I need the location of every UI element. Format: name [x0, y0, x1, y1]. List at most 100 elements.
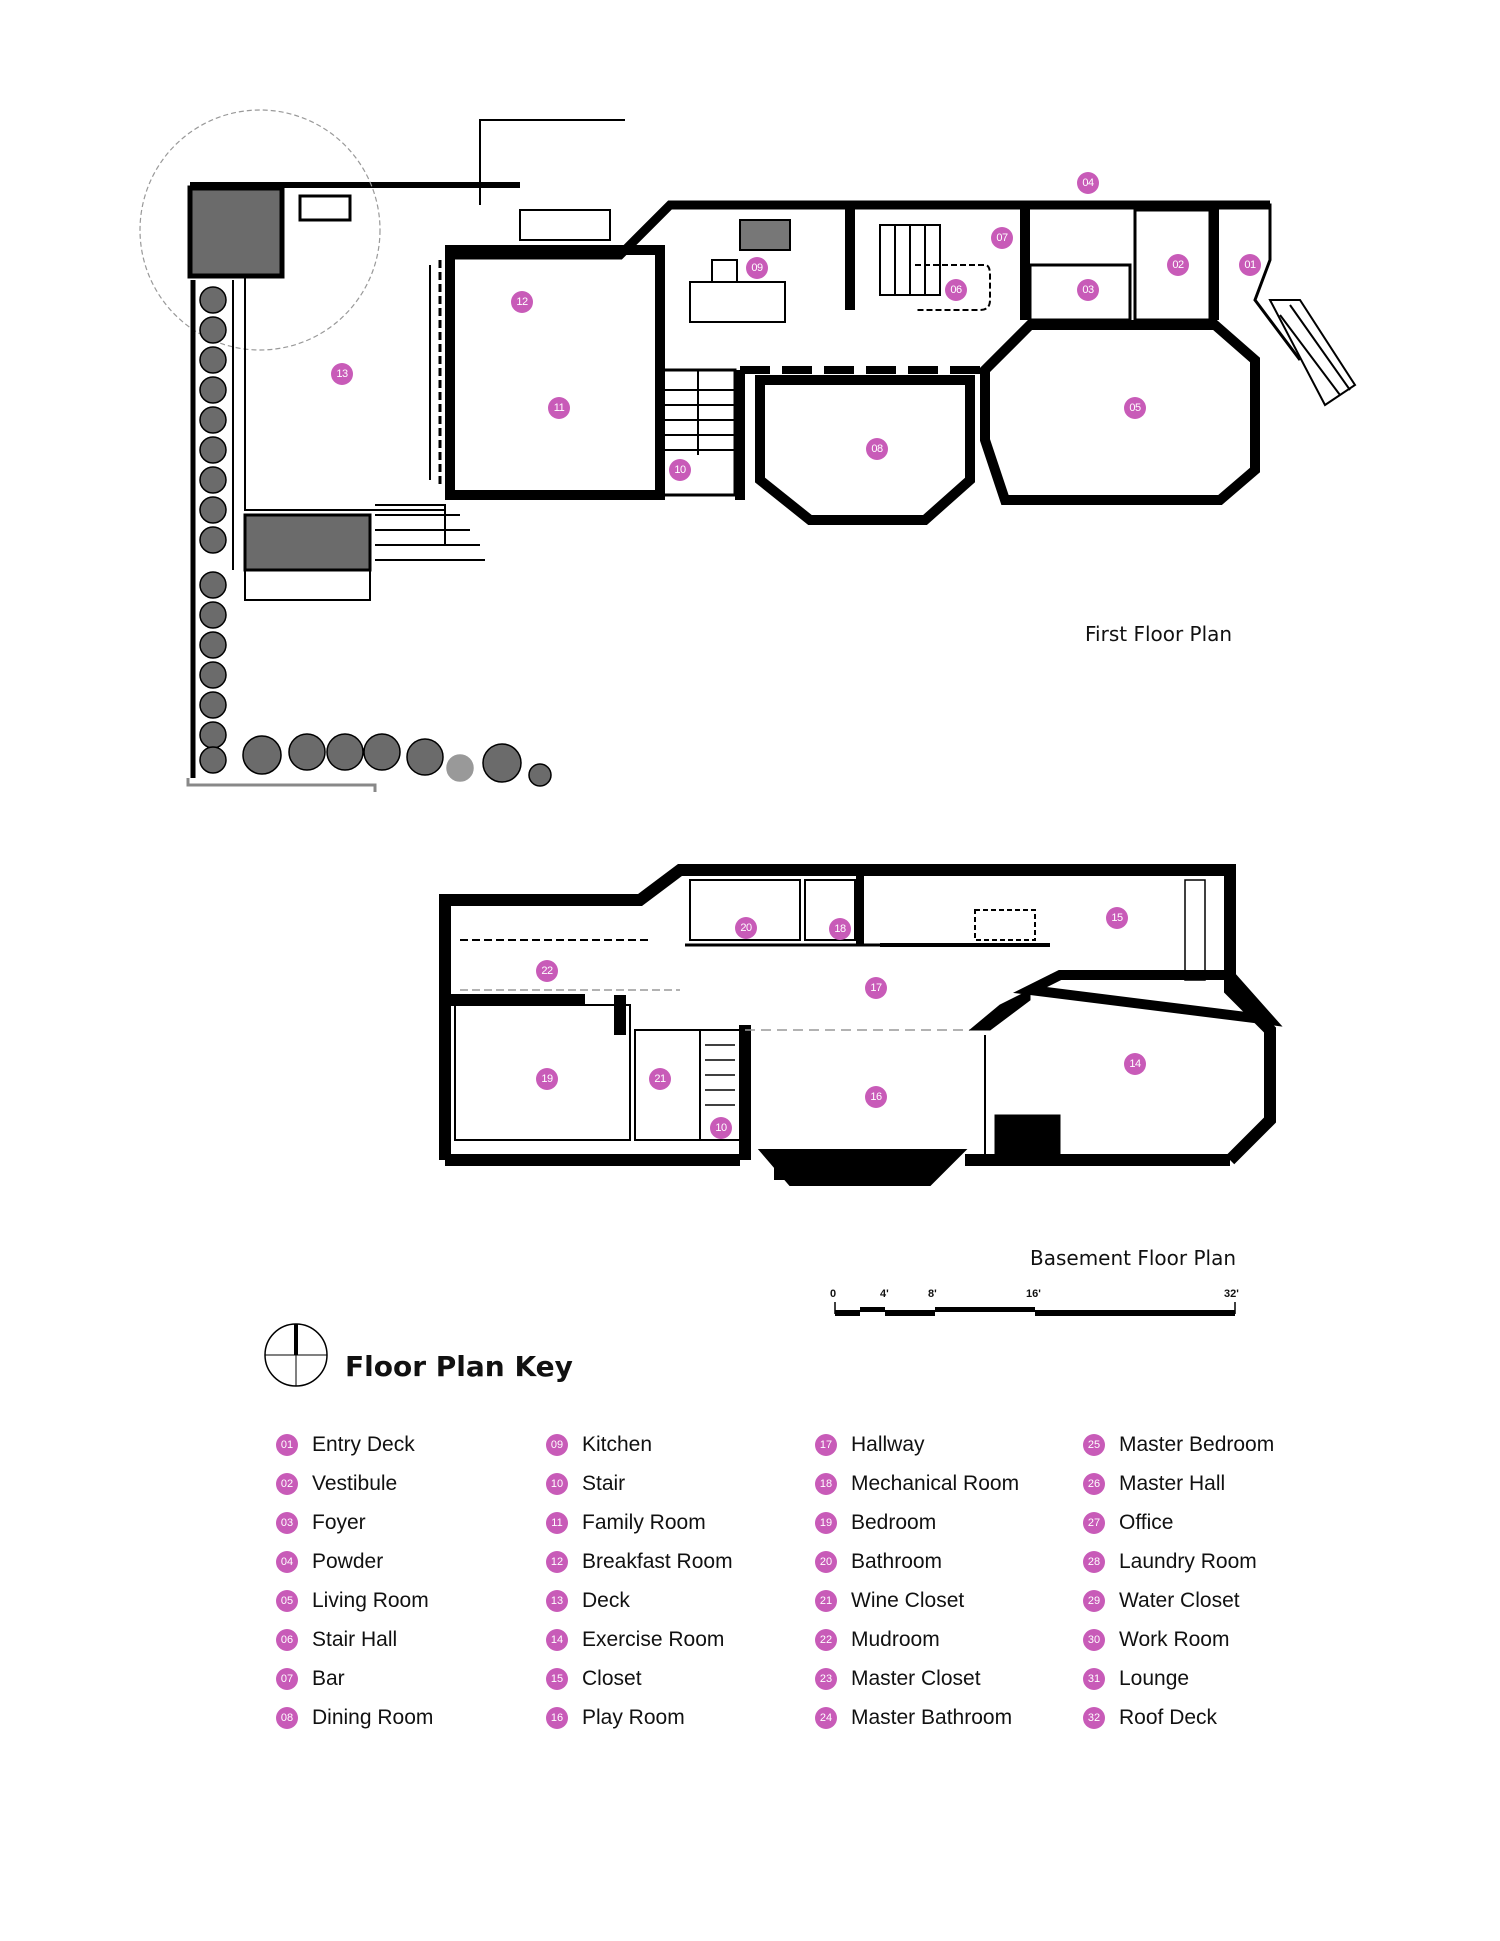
- key-label: Hallway: [851, 1432, 925, 1456]
- key-label: Master Hall: [1119, 1471, 1226, 1495]
- key-label: Vestibule: [312, 1471, 398, 1495]
- room-marker-12: 12: [511, 291, 533, 313]
- room-marker-06: 06: [945, 279, 967, 301]
- key-label: Closet: [582, 1666, 642, 1690]
- key-badge: 11: [546, 1511, 568, 1534]
- key-badge: 27: [1083, 1511, 1105, 1534]
- key-label: Powder: [312, 1549, 384, 1573]
- key-item: 28 Laundry Room: [1083, 1542, 1274, 1581]
- key-badge: 22: [815, 1628, 837, 1651]
- key-label: Breakfast Room: [582, 1549, 733, 1573]
- room-marker-10-basement: 10: [710, 1117, 732, 1139]
- room-marker-16: 16: [865, 1086, 887, 1108]
- room-marker-20: 20: [735, 917, 757, 939]
- scale-bar-graphic: [834, 1302, 1236, 1316]
- room-marker-21: 21: [649, 1068, 671, 1090]
- room-marker-02: 02: [1167, 254, 1189, 276]
- key-item: 32 Roof Deck: [1083, 1698, 1274, 1737]
- key-item: 11 Family Room: [546, 1503, 733, 1542]
- key-badge: 26: [1083, 1472, 1105, 1495]
- room-marker-13: 13: [331, 363, 353, 385]
- room-marker-22: 22: [536, 960, 558, 982]
- key-badge: 15: [546, 1667, 568, 1690]
- scale-tick-16: 16': [1026, 1288, 1041, 1300]
- key-label: Deck: [582, 1588, 630, 1612]
- key-item: 24 Master Bathroom: [815, 1698, 1019, 1737]
- key-badge: 02: [276, 1472, 298, 1495]
- key-label: Water Closet: [1119, 1588, 1240, 1612]
- key-label: Mechanical Room: [851, 1471, 1020, 1495]
- key-label: Bar: [312, 1666, 345, 1690]
- key-label: Living Room: [312, 1588, 429, 1612]
- room-marker-05: 05: [1124, 397, 1146, 419]
- key-item: 05 Living Room: [276, 1581, 433, 1620]
- key-badge: 25: [1083, 1433, 1105, 1456]
- key-badge: 05: [276, 1589, 298, 1612]
- room-marker-03: 03: [1077, 279, 1099, 301]
- key-badge: 07: [276, 1667, 298, 1690]
- room-marker-15: 15: [1106, 907, 1128, 929]
- key-label: Exercise Room: [582, 1627, 725, 1651]
- key-badge: 03: [276, 1511, 298, 1534]
- key-label: Master Closet: [851, 1666, 981, 1690]
- room-marker-11: 11: [548, 397, 570, 419]
- key-badge: 01: [276, 1433, 298, 1456]
- key-label: Bathroom: [851, 1549, 943, 1573]
- first-floor-walls: [139, 109, 1357, 792]
- room-marker-01: 01: [1239, 254, 1261, 276]
- room-marker-17: 17: [865, 977, 887, 999]
- key-badge: 06: [276, 1628, 298, 1651]
- key-badge: 13: [546, 1589, 568, 1612]
- key-label: Foyer: [312, 1510, 366, 1534]
- key-badge: 14: [546, 1628, 568, 1651]
- key-badge: 21: [815, 1589, 837, 1612]
- key-badge: 29: [1083, 1589, 1105, 1612]
- key-item: 02 Vestibule: [276, 1464, 433, 1503]
- key-item: 23 Master Closet: [815, 1659, 1019, 1698]
- key-label: Roof Deck: [1119, 1705, 1218, 1729]
- key-item: 06 Stair Hall: [276, 1620, 433, 1659]
- key-label: Stair Hall: [312, 1627, 398, 1651]
- key-badge: 32: [1083, 1706, 1105, 1729]
- room-marker-18: 18: [829, 918, 851, 940]
- key-label: Family Room: [582, 1510, 706, 1534]
- key-badge: 23: [815, 1667, 837, 1690]
- room-marker-09: 09: [746, 257, 768, 279]
- key-label: Mudroom: [851, 1627, 940, 1651]
- key-item: 27 Office: [1083, 1503, 1274, 1542]
- key-badge: 28: [1083, 1550, 1105, 1573]
- key-label: Office: [1119, 1510, 1174, 1534]
- key-badge: 24: [815, 1706, 837, 1729]
- key-badge: 04: [276, 1550, 298, 1573]
- scale-tick-8: 8': [928, 1288, 937, 1300]
- key-item: 26 Master Hall: [1083, 1464, 1274, 1503]
- scale-tick-32: 32': [1224, 1288, 1239, 1300]
- key-item: 14 Exercise Room: [546, 1620, 733, 1659]
- key-item: 29 Water Closet: [1083, 1581, 1274, 1620]
- key-label: Master Bathroom: [851, 1705, 1013, 1729]
- key-label: Stair: [582, 1471, 626, 1495]
- key-label: Laundry Room: [1119, 1549, 1257, 1573]
- key-label: Kitchen: [582, 1432, 653, 1456]
- key-badge: 18: [815, 1472, 837, 1495]
- north-arrow-icon: [264, 1323, 328, 1387]
- plantings: [199, 286, 552, 787]
- key-label: Work Room: [1119, 1627, 1230, 1651]
- room-marker-14: 14: [1124, 1053, 1146, 1075]
